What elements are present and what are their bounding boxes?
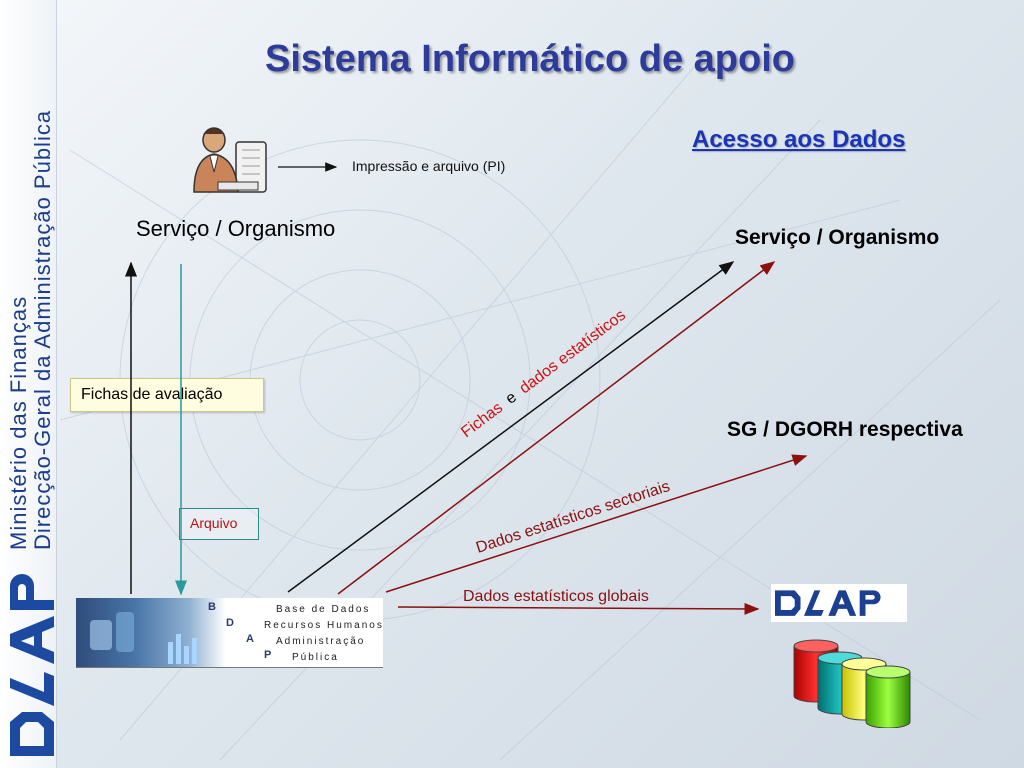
red-arrow-sectoriais bbox=[385, 454, 808, 593]
slide-title: Sistema Informático de apoio bbox=[265, 38, 795, 80]
banner-letter-p: P bbox=[264, 649, 271, 661]
banner-word-1: Base de Dados bbox=[276, 604, 370, 615]
right-service-node: Serviço / Organismo bbox=[735, 226, 940, 249]
sidebar: Ministério das Finanças Direcção-Geral d… bbox=[0, 0, 57, 768]
svg-text:Fichas e dados estatís: Fichas e dados estatísticos bbox=[458, 307, 629, 442]
banner-word-2: Recursos Humanos bbox=[264, 620, 383, 631]
left-service-node: Serviço / Organismo bbox=[136, 216, 336, 241]
arquivo-box: Arquivo bbox=[179, 508, 259, 540]
edge-sectoriais-label: Dados estatísticos sectoriais bbox=[474, 478, 672, 557]
database-cylinders-icon bbox=[793, 639, 911, 728]
edge-e-word: e bbox=[503, 389, 520, 408]
edge-globais-label: Dados estatísticos globais bbox=[463, 588, 649, 605]
person-at-computer-icon bbox=[193, 127, 267, 193]
dgap-logo-icon bbox=[775, 590, 881, 616]
arquivo-label: Arquivo bbox=[190, 515, 238, 531]
banner-letter-a: A bbox=[246, 633, 254, 645]
banner-letter-d: D bbox=[226, 617, 234, 629]
banner-letter-b: B bbox=[208, 601, 216, 613]
black-arrow-to-service bbox=[287, 261, 735, 593]
acesso-aos-dados-link[interactable]: Acesso aos Dados bbox=[692, 126, 906, 153]
banner-picture bbox=[76, 598, 226, 667]
sg-dgorh-node: SG / DGORH respectiva bbox=[727, 418, 963, 441]
dgap-logo-box bbox=[771, 584, 907, 622]
banner-word-3: Administração bbox=[276, 636, 365, 647]
dgap-logo-icon bbox=[10, 574, 54, 756]
banner-word-4: Pública bbox=[292, 652, 339, 663]
print-archive-label: Impressão e arquivo (PI) bbox=[352, 158, 506, 174]
red-arrow-fichas bbox=[337, 261, 776, 595]
red-arrow-globais bbox=[397, 602, 760, 615]
bdrhap-banner: B D A P Base de Dados Recursos Humanos A… bbox=[76, 598, 383, 668]
banner-text: B D A P Base de Dados Recursos Humanos A… bbox=[208, 601, 383, 663]
fichas-avaliacao-box: Fichas de avaliação bbox=[70, 378, 264, 412]
fichas-avaliacao-label: Fichas de avaliação bbox=[81, 386, 223, 403]
